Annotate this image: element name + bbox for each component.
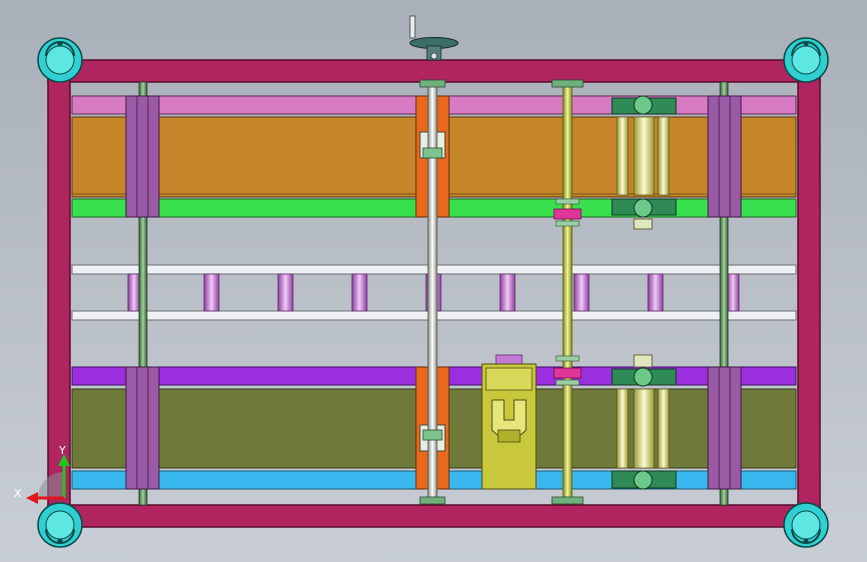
spacer [277, 273, 294, 312]
guide-column-top-left [125, 95, 160, 218]
x-axis-arrowhead [26, 492, 38, 504]
spacer [203, 273, 220, 312]
coordinate-triad: Y X [14, 444, 70, 504]
x-axis-label: X [14, 487, 22, 500]
bearing-assembly-top [611, 95, 677, 230]
corner-cap-top-left [37, 37, 83, 83]
frame-top-bar [47, 59, 821, 83]
spacer [573, 273, 590, 312]
lead-screw [562, 83, 573, 505]
spacer [726, 273, 740, 312]
corner-cap-bottom-left [37, 502, 83, 548]
tie-rod-right [719, 81, 729, 506]
lead-screw-collars [551, 79, 584, 505]
guide-column-bottom-left [125, 366, 160, 490]
corner-cap-bottom-right [783, 502, 829, 548]
spacer-row [127, 273, 740, 312]
corner-cap-top-right [783, 37, 829, 83]
handwheel[interactable] [409, 15, 459, 61]
guide-column-top-right [707, 95, 742, 218]
tie-rod-left [138, 81, 148, 506]
yellow-cylinder-unit [481, 354, 537, 490]
bearing-assembly-bottom [611, 354, 677, 490]
frame-bottom-bar [47, 504, 821, 528]
guide-column-bottom-right [707, 366, 742, 490]
spacer [647, 273, 664, 312]
center-shaft-nuts [419, 79, 446, 505]
spacer [127, 273, 141, 312]
y-axis-label: Y [58, 444, 66, 457]
frame-right-bar [797, 59, 821, 528]
spacer [351, 273, 368, 312]
center-shaft [427, 83, 438, 505]
spacer [499, 273, 516, 312]
y-axis-arrowhead [58, 454, 70, 466]
